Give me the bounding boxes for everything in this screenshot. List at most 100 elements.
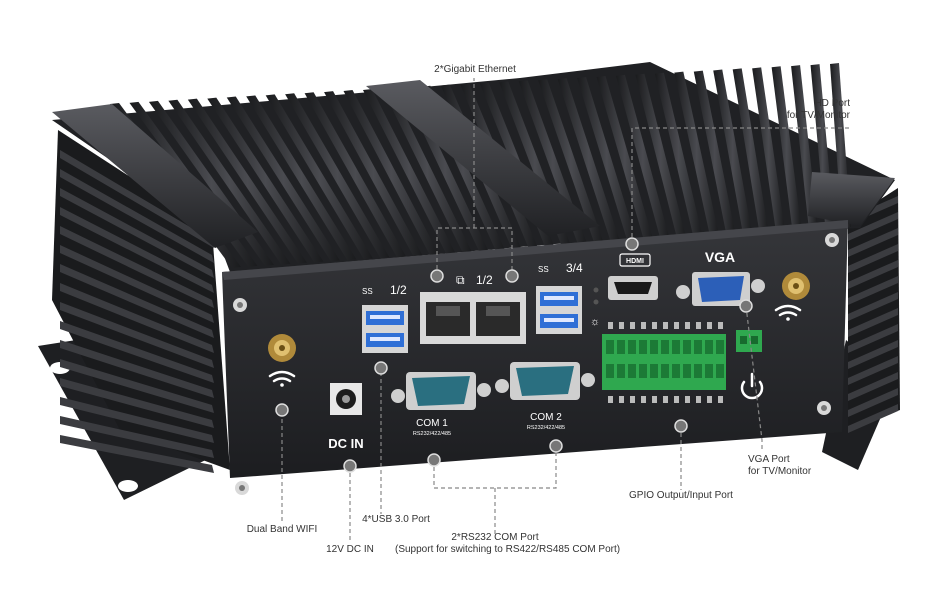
gpio-pin bbox=[639, 364, 647, 378]
vga-label: VGA bbox=[705, 249, 735, 265]
gpio-pin bbox=[628, 364, 636, 378]
gpio-pin bbox=[683, 340, 691, 354]
left-fin bbox=[60, 378, 214, 428]
left-fin bbox=[60, 321, 214, 383]
top-fin bbox=[752, 67, 786, 233]
gpio-pin bbox=[650, 340, 658, 354]
callout-com-line2: (Support for switching to RS422/RS485 CO… bbox=[395, 544, 621, 555]
right-fin bbox=[848, 308, 898, 337]
gpio-pin bbox=[694, 340, 702, 354]
usb-ports-right bbox=[536, 286, 582, 334]
callout-vga-port: VGA Port for TV/Monitor bbox=[748, 454, 811, 478]
top-fin bbox=[168, 99, 291, 265]
sun-icon: ☼ bbox=[590, 316, 600, 328]
dc-in-label: DC IN bbox=[328, 436, 363, 451]
right-fin bbox=[848, 212, 898, 241]
gpio-pin bbox=[606, 364, 614, 378]
top-fin bbox=[304, 92, 406, 258]
hdmi-logo: HDMI bbox=[626, 258, 644, 265]
right-fin bbox=[848, 372, 898, 401]
gpio-pin bbox=[672, 340, 680, 354]
wifi-icon-right bbox=[774, 304, 802, 321]
left-fin bbox=[60, 188, 214, 278]
gpio-tick bbox=[685, 396, 690, 403]
top-fin bbox=[362, 88, 456, 254]
left-fin bbox=[60, 340, 214, 398]
left-fin bbox=[60, 435, 214, 473]
left-fin bbox=[60, 397, 214, 443]
right-heatsink-fins bbox=[848, 188, 900, 433]
com2-label: COM 2 bbox=[530, 412, 562, 423]
left-fin bbox=[60, 245, 214, 323]
right-fin bbox=[848, 276, 898, 305]
gpio-tick bbox=[652, 322, 657, 329]
callout-hd-port: HD Port for TV/Monitor bbox=[760, 98, 850, 122]
gpio-tick bbox=[630, 322, 635, 329]
callout-hd-port-line1: HD Port bbox=[814, 98, 850, 109]
right-fin bbox=[848, 388, 898, 417]
top-fin bbox=[732, 68, 769, 234]
left-fin bbox=[60, 283, 214, 353]
top-fin bbox=[285, 93, 390, 259]
top-fin bbox=[713, 69, 753, 235]
usb-right-number-label: 3/4 bbox=[566, 261, 583, 275]
gpio-tick bbox=[674, 322, 679, 329]
gpio-tick bbox=[641, 396, 646, 403]
gpio-pin bbox=[617, 340, 625, 354]
lan-number-label: 1/2 bbox=[476, 273, 493, 287]
left-fin bbox=[60, 207, 214, 293]
right-fin bbox=[848, 244, 898, 273]
wifi-antenna-left bbox=[268, 334, 296, 362]
dc-in-jack bbox=[330, 383, 362, 415]
com2-sub-label: RS232/422/485 bbox=[527, 425, 565, 431]
callout-dc: 12V DC IN bbox=[326, 544, 374, 555]
top-fin bbox=[207, 97, 324, 263]
ethernet-ports bbox=[420, 292, 526, 344]
gpio-pin bbox=[661, 340, 669, 354]
left-fin bbox=[60, 264, 214, 338]
vga-port bbox=[676, 272, 765, 306]
wifi-icon-left bbox=[268, 370, 296, 387]
top-fin bbox=[343, 90, 439, 256]
top-fin bbox=[324, 91, 423, 257]
com-port-1 bbox=[391, 372, 491, 410]
gpio-pin bbox=[617, 364, 625, 378]
top-fin bbox=[246, 95, 357, 261]
lan-icon: ⧉ bbox=[456, 273, 465, 287]
right-fin bbox=[848, 228, 898, 257]
gpio-tick bbox=[685, 322, 690, 329]
gpio-pin bbox=[672, 364, 680, 378]
gpio-pin bbox=[628, 340, 636, 354]
gpio-tick bbox=[652, 396, 657, 403]
right-fin bbox=[848, 292, 898, 321]
wifi-antenna-right bbox=[782, 272, 810, 300]
gpio-pin bbox=[606, 340, 614, 354]
gpio-tick bbox=[608, 396, 613, 403]
gpio-tick bbox=[707, 396, 712, 403]
top-fin bbox=[635, 73, 687, 239]
gpio-tick bbox=[696, 396, 701, 403]
top-fin bbox=[771, 66, 802, 232]
gpio-pin bbox=[705, 340, 713, 354]
gpio-tick bbox=[619, 396, 624, 403]
top-fin bbox=[674, 71, 720, 237]
hdmi-logo-box bbox=[619, 253, 651, 267]
top-fin bbox=[557, 78, 621, 244]
com1-label: COM 1 bbox=[416, 418, 448, 429]
left-fin bbox=[60, 169, 214, 263]
gpio-terminal-block bbox=[602, 322, 726, 403]
top-fin bbox=[596, 75, 654, 241]
usb-ss-right-label: SS bbox=[538, 265, 549, 274]
gpio-tick bbox=[707, 322, 712, 329]
top-fin bbox=[187, 98, 307, 264]
callout-com-line1: 2*RS232 COM Port bbox=[451, 532, 539, 543]
gpio-pin bbox=[716, 340, 724, 354]
right-fin bbox=[848, 404, 898, 433]
gpio-pin bbox=[694, 364, 702, 378]
gpio-pin bbox=[716, 364, 724, 378]
hdmi-port bbox=[608, 276, 658, 300]
front-panel bbox=[222, 220, 848, 478]
power-icon bbox=[740, 372, 764, 400]
right-fin bbox=[848, 324, 898, 353]
gpio-tick bbox=[718, 322, 723, 329]
